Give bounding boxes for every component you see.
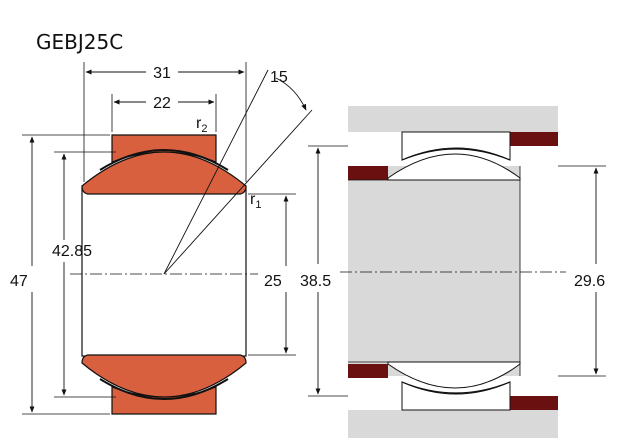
dim-shaft-diameter: 29.6 xyxy=(574,273,605,290)
sphere-line-bottom xyxy=(99,378,229,400)
dim-housing-diameter: 38.5 xyxy=(300,273,331,290)
sphere-line-top xyxy=(99,149,229,171)
label-r2: r2 xyxy=(196,115,207,135)
part-number-title: GEBJ25C xyxy=(36,30,124,54)
seal-bottom-left xyxy=(348,364,388,378)
dim-outer-diameter: 47 xyxy=(10,273,28,290)
right-mounted-view xyxy=(308,106,606,438)
seal-bottom-right xyxy=(510,396,558,410)
dim-bore: 25 xyxy=(264,273,282,290)
dim-inner-width: 22 xyxy=(153,95,171,112)
shaft-area xyxy=(520,166,558,376)
dim-ball-diameter: 42.85 xyxy=(52,243,92,260)
label-r1: r1 xyxy=(250,191,261,211)
inner-ring-bottom xyxy=(81,354,247,398)
inner-ring-top xyxy=(81,151,247,195)
dim-angle: 15 xyxy=(270,69,288,86)
seal-top-left xyxy=(348,166,388,180)
dim-outer-width: 31 xyxy=(153,65,171,82)
seal-top-right xyxy=(510,132,558,146)
left-section-view xyxy=(22,62,313,415)
inner-ring-bore xyxy=(81,185,247,357)
